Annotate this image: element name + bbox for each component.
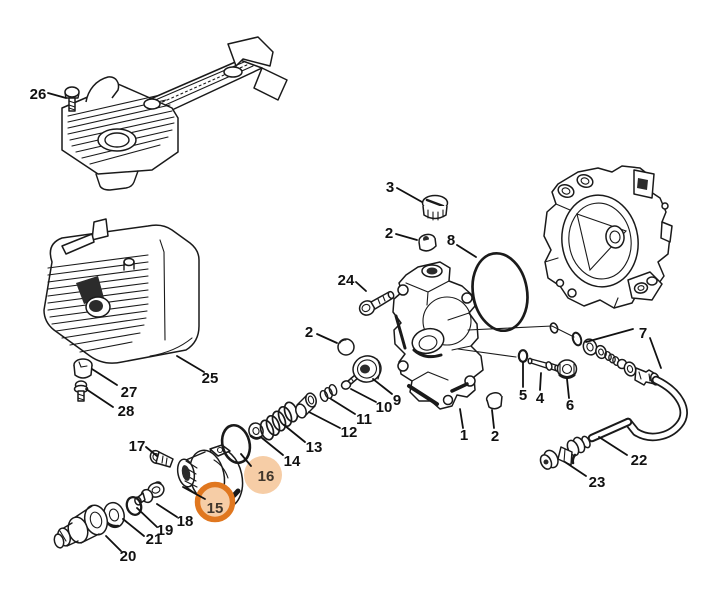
callout-19[interactable]: 19 [136, 507, 174, 539]
part-washer-14 [248, 422, 264, 440]
callout-label-13[interactable]: 13 [306, 439, 323, 456]
callout-1[interactable]: 1 [459, 408, 468, 444]
callout-2c[interactable]: 2 [491, 409, 499, 445]
callout-23[interactable]: 23 [564, 461, 606, 491]
callout-2a[interactable]: 2 [305, 324, 338, 344]
callout-20[interactable]: 20 [105, 535, 137, 565]
callout-3[interactable]: 3 [386, 179, 423, 203]
part-screw-26 [64, 86, 80, 112]
callout-label-20[interactable]: 20 [120, 548, 137, 565]
callout-25[interactable]: 25 [176, 355, 219, 387]
callout-5[interactable]: 5 [519, 361, 527, 404]
callout-label-2a[interactable]: 2 [305, 324, 313, 341]
callout-label-21[interactable]: 21 [146, 531, 163, 548]
callout-11[interactable]: 11 [330, 398, 372, 428]
callout-label-17[interactable]: 17 [129, 438, 146, 455]
callout-label-8[interactable]: 8 [447, 232, 455, 249]
callout-2b[interactable]: 2 [385, 225, 418, 242]
callout-label-22[interactable]: 22 [631, 452, 648, 469]
part-shroud [43, 218, 200, 364]
part-grommet-9 [352, 355, 382, 383]
callout-24[interactable]: 24 [338, 272, 367, 292]
part-crankcase-flange [543, 165, 673, 309]
callout-label-10[interactable]: 10 [376, 399, 393, 416]
callout-label-18[interactable]: 18 [177, 513, 194, 530]
callout-21[interactable]: 21 [122, 518, 163, 548]
part-oring-19 [125, 496, 143, 516]
callout-26[interactable]: 26 [30, 86, 67, 103]
callout-label-12[interactable]: 12 [341, 424, 358, 441]
callout-22[interactable]: 22 [598, 436, 648, 469]
part-hose-22 [587, 375, 688, 443]
part-nut-6 [556, 359, 578, 379]
callout-label-11[interactable]: 11 [356, 411, 372, 428]
part-spring-13 [259, 401, 299, 441]
callout-label-27[interactable]: 27 [121, 384, 138, 401]
part-screw-28 [73, 380, 89, 402]
callout-label-6[interactable]: 6 [566, 397, 574, 414]
callout-18[interactable]: 18 [156, 503, 194, 530]
callout-4[interactable]: 4 [536, 372, 545, 407]
part-valve-kit-7 [571, 331, 660, 386]
callout-27[interactable]: 27 [91, 368, 138, 401]
callout-label-3[interactable]: 3 [386, 179, 394, 196]
callout-label-1[interactable]: 1 [460, 427, 468, 444]
callout-15[interactable]: 15 [182, 486, 224, 517]
part-bolt-24 [358, 290, 395, 316]
callout-10[interactable]: 10 [350, 388, 393, 416]
callout-17[interactable]: 17 [129, 438, 158, 457]
part-plug-2c [485, 392, 503, 410]
callout-label-14[interactable]: 14 [284, 453, 301, 470]
part-cap-27 [73, 358, 93, 379]
callout-label-23[interactable]: 23 [589, 474, 606, 491]
callout-label-9[interactable]: 9 [393, 392, 401, 409]
callout-label-24[interactable]: 24 [338, 272, 355, 289]
part-piston-12 [295, 392, 317, 419]
callout-16[interactable]: 16 [240, 453, 275, 485]
part-top-cover [61, 36, 288, 191]
part-pump-housing [392, 261, 484, 410]
callout-label-15[interactable]: 15 [207, 500, 224, 517]
part-connector-23 [539, 435, 591, 470]
part-plug-2b [418, 233, 437, 252]
part-ball-2a [337, 338, 355, 356]
callout-28[interactable]: 28 [85, 388, 135, 420]
assembly-axis-lines [457, 322, 575, 358]
callout-label-5[interactable]: 5 [519, 387, 527, 404]
callout-7[interactable]: 7 [585, 325, 662, 369]
callout-9[interactable]: 9 [372, 378, 401, 409]
callout-label-19[interactable]: 19 [157, 522, 174, 539]
part-oring-8 [471, 251, 529, 333]
part-adapter-20 [53, 504, 109, 549]
part-oring-16 [220, 423, 252, 465]
callout-label-16[interactable]: 16 [258, 468, 275, 485]
part-oring-5 [517, 349, 529, 363]
callout-label-7[interactable]: 7 [639, 325, 647, 342]
part-bolt-17 [149, 449, 174, 468]
callout-6[interactable]: 6 [566, 378, 574, 414]
callout-label-4[interactable]: 4 [536, 390, 545, 407]
callout-label-28[interactable]: 28 [118, 403, 135, 420]
part-cap-3 [421, 194, 449, 221]
part-pin-4 [527, 357, 560, 372]
callout-13[interactable]: 13 [283, 424, 323, 456]
callout-label-25[interactable]: 25 [202, 370, 219, 387]
callout-label-26[interactable]: 26 [30, 86, 47, 103]
callout-12[interactable]: 12 [308, 411, 358, 441]
callout-8[interactable]: 8 [447, 232, 477, 258]
callout-label-2c[interactable]: 2 [491, 428, 499, 445]
highlight-15-ring [194, 481, 236, 523]
highlight-16-circle [244, 456, 282, 494]
callout-label-2b[interactable]: 2 [385, 225, 393, 242]
callout-14[interactable]: 14 [261, 437, 301, 470]
part-spring-11 [319, 383, 338, 403]
